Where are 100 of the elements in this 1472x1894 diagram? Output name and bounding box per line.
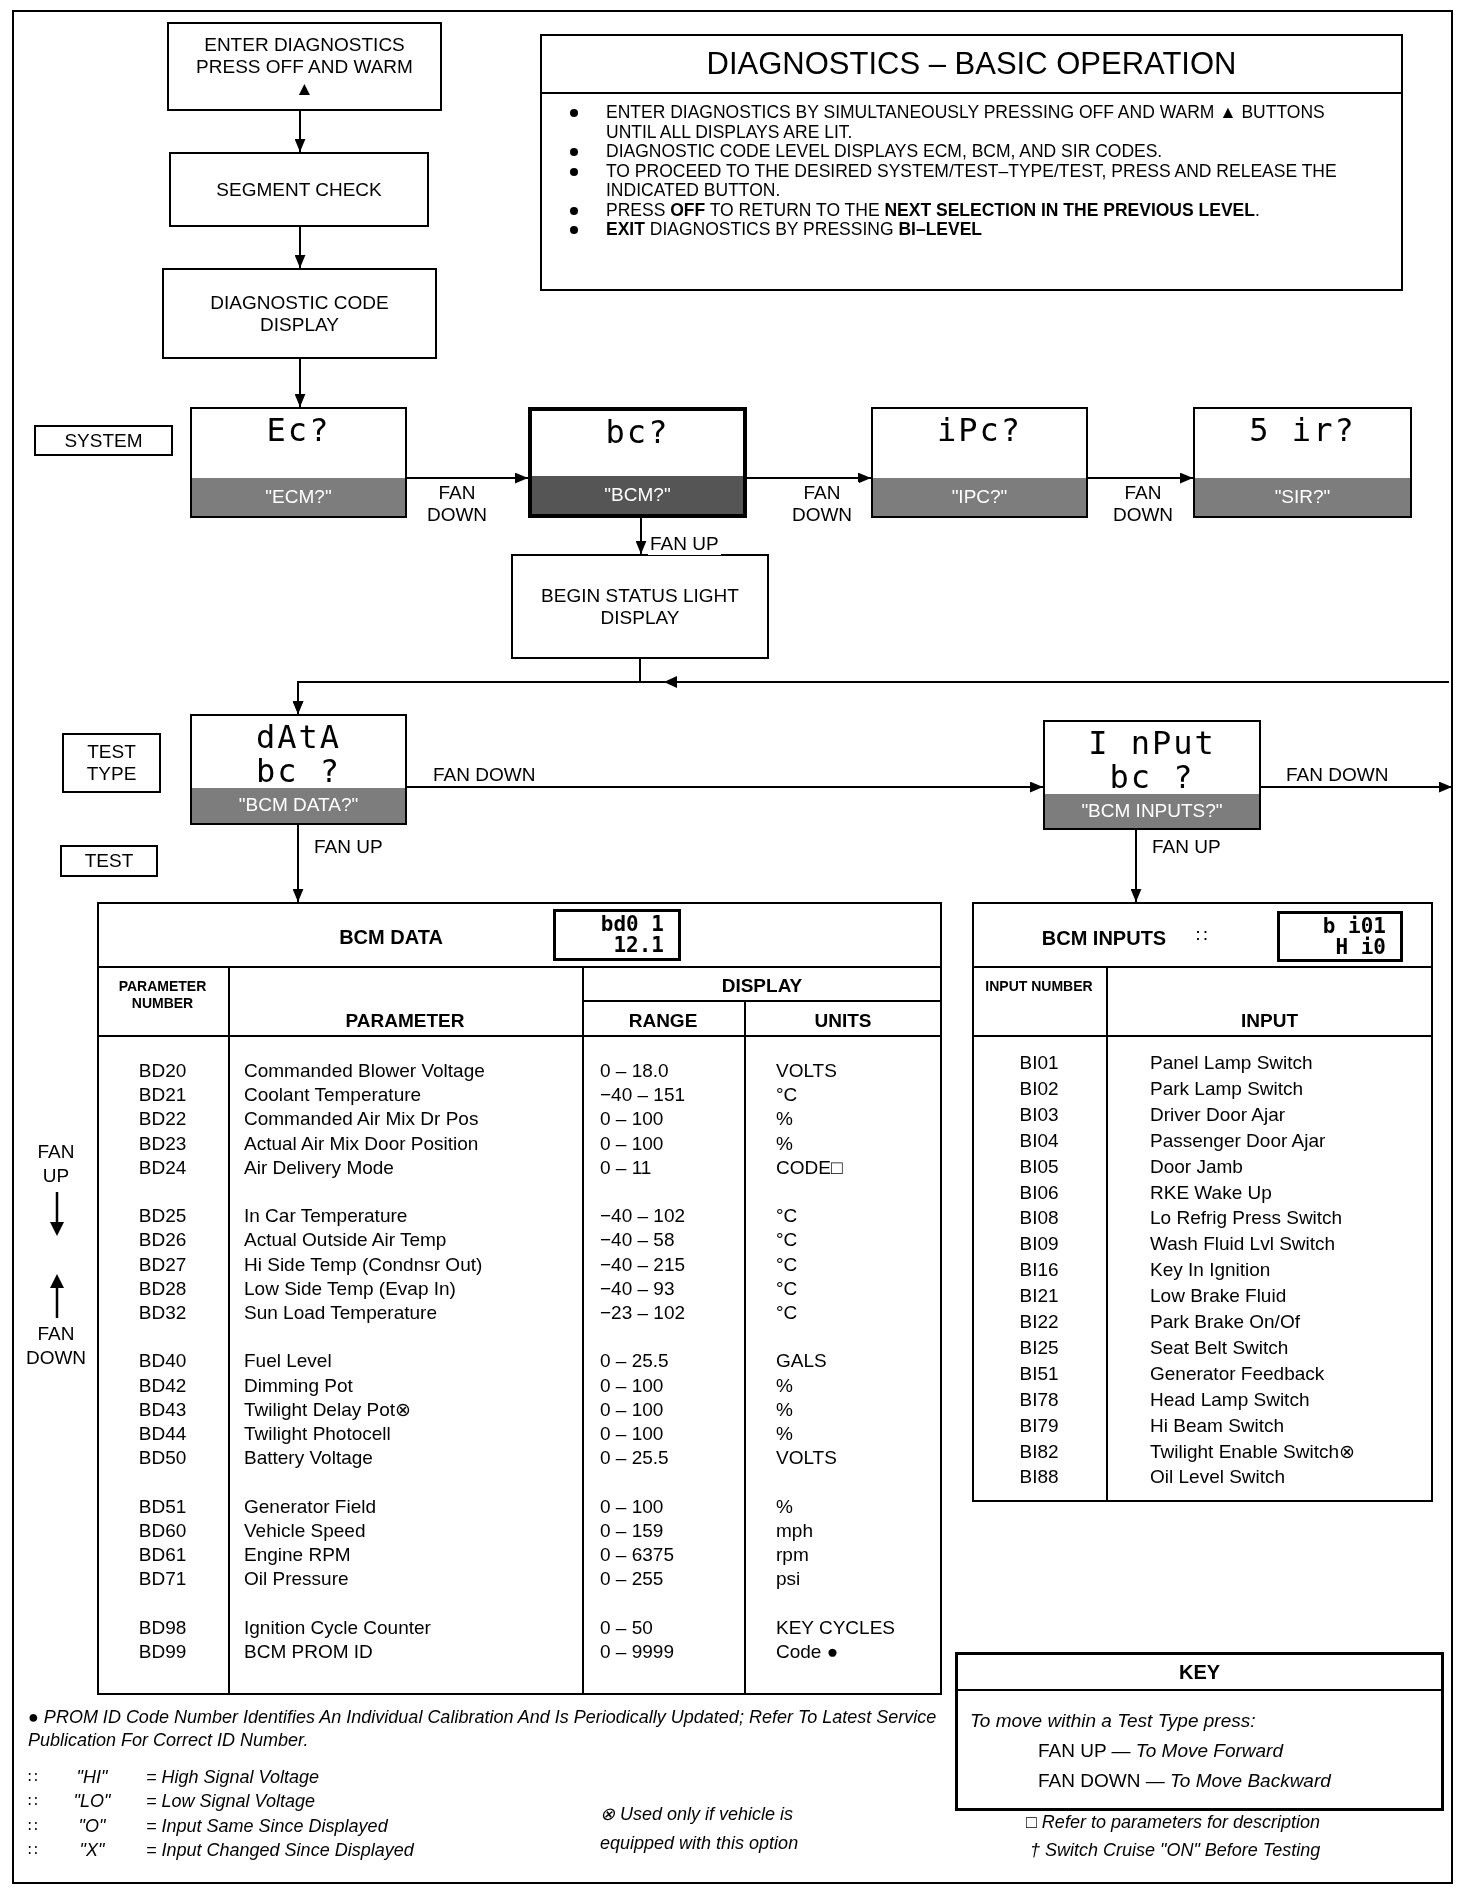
box-label: SEGMENT CHECK (216, 178, 382, 201)
key-text: To move within a Test Type press: (970, 1709, 1256, 1733)
parameter-name: Commanded Air Mix Dr Pos (244, 1107, 479, 1132)
parameter-number: BD40 (137, 1349, 188, 1374)
column-header: INPUT NUMBER (984, 978, 1094, 995)
range-value: 0 – 100 (600, 1422, 664, 1446)
range-value: 0 – 25.5 (600, 1349, 669, 1374)
unit-label: mph (776, 1518, 813, 1543)
unit-label: °C (776, 1301, 798, 1325)
parameter-name: Battery Voltage (244, 1446, 373, 1471)
parameter-number: BD32 (137, 1301, 188, 1325)
input-number: BI08 (1018, 1206, 1060, 1231)
input-name: Seat Belt Switch (1150, 1335, 1289, 1360)
level-label: TEST (84, 850, 134, 872)
column-header: RANGE (627, 1009, 699, 1033)
process-box (167, 22, 442, 111)
input-name: Passenger Door Ajar (1150, 1128, 1326, 1153)
range-value: 0 – 159 (600, 1518, 664, 1543)
unit-label: psi (776, 1567, 801, 1592)
input-number: BI16 (1018, 1258, 1060, 1283)
column-header: PARAMETER (344, 1009, 466, 1033)
caption-band: "BCM INPUTS?" (1045, 794, 1259, 828)
footnote-mark: ∷ (1196, 925, 1207, 948)
input-name: Panel Lamp Switch (1150, 1051, 1313, 1075)
input-number: BI06 (1018, 1180, 1060, 1205)
bullet-text: TO PROCEED TO THE DESIRED SYSTEM/TEST–TYPE/TEST, PRESS AND RELEASE THE INDICATED BUTTON. (606, 161, 1338, 201)
column-header: PARAMETER NUMBER (117, 978, 208, 1012)
unit-label: °C (776, 1083, 798, 1108)
panel-title: DIAGNOSTICS – BASIC OPERATION (706, 44, 1237, 83)
display-box (1043, 720, 1261, 830)
footnote-mark: ∷ (28, 1816, 38, 1836)
segment-readout: bc ? (255, 754, 342, 788)
input-number: BI02 (1018, 1076, 1060, 1101)
parameter-name: Low Side Temp (Evap In) (244, 1276, 456, 1301)
parameter-number: BD20 (137, 1059, 188, 1083)
column-header: INPUT (1240, 1009, 1299, 1033)
unit-label: °C (776, 1228, 798, 1253)
input-number: BI04 (1018, 1128, 1060, 1153)
process-box (511, 554, 769, 659)
unit-label: Code ● (776, 1639, 839, 1664)
input-number: BI88 (1018, 1465, 1060, 1490)
segment-readout: I nPut (1088, 726, 1216, 760)
parameter-name: Hi Side Temp (Condnsr Out) (244, 1252, 483, 1277)
box-label: DIAGNOSTIC CODE DISPLAY (209, 291, 390, 336)
parameter-number: BD25 (137, 1204, 188, 1229)
segment-readout: iPc? (936, 413, 1023, 447)
segment-readout: bc ? (1109, 760, 1195, 794)
signal-code: "HI" (75, 1766, 109, 1789)
bullet-text: ENTER DIAGNOSTICS BY SIMULTANEOUSLY PRESSING OFF AND WARM ▲ BUTTONS UNTIL ALL DISPLAYS ARE LIT. (606, 103, 1326, 142)
input-name: RKE Wake Up (1150, 1180, 1272, 1205)
parameter-number: BD44 (137, 1422, 188, 1446)
range-value: 0 – 25.5 (600, 1446, 669, 1471)
input-number: BI82 (1018, 1439, 1060, 1464)
input-name: Lo Refrig Press Switch (1150, 1206, 1343, 1231)
parameter-number: BD60 (137, 1518, 188, 1543)
input-number: BI78 (1018, 1387, 1060, 1412)
table-title: BCM INPUTS (1040, 926, 1168, 951)
segment-readout: bc? (605, 415, 670, 449)
footnote-text: † Switch Cruise "ON" Before Testing (1030, 1839, 1321, 1862)
input-name: Key In Ignition (1150, 1258, 1271, 1283)
table-title: BCM DATA (338, 925, 444, 950)
info-panel (540, 34, 1403, 291)
unit-label: °C (776, 1252, 798, 1277)
segment-readout: 5 ir? (1249, 413, 1356, 447)
unit-label: VOLTS (776, 1059, 837, 1083)
input-name: Hi Beam Switch (1150, 1413, 1285, 1438)
data-table (972, 902, 1433, 1502)
footnote-text: ● PROM ID Code Number Identifies An Individual Calibration And Is Periodically Updated; Refer To Latest Service Publication For Correct ID Number. (28, 1706, 938, 1752)
unit-label: CODE□ (776, 1155, 843, 1180)
direction-label: FAN UP (36, 1140, 76, 1188)
input-name: Driver Door Ajar (1150, 1102, 1286, 1127)
range-value: 0 – 6375 (600, 1543, 674, 1567)
parameter-name: In Car Temperature (244, 1204, 408, 1229)
input-number: BI51 (1018, 1361, 1060, 1386)
mini-display (553, 909, 681, 961)
parameter-name: Twilight Photocell (244, 1422, 391, 1446)
parameter-number: BD26 (137, 1228, 188, 1253)
range-value: −40 – 58 (600, 1228, 675, 1253)
column-header: UNITS (813, 1009, 873, 1033)
parameter-name: Twilight Delay Pot⊗ (244, 1397, 411, 1422)
range-value: 0 – 100 (600, 1494, 664, 1519)
unit-label: % (776, 1422, 793, 1446)
unit-label: % (776, 1494, 793, 1519)
input-number: BI25 (1018, 1335, 1060, 1360)
unit-label: GALS (776, 1349, 827, 1374)
unit-label: % (776, 1107, 793, 1132)
process-box (169, 152, 429, 227)
parameter-number: BD43 (137, 1397, 188, 1422)
range-value: 0 – 11 (600, 1155, 652, 1180)
input-number: BI01 (1018, 1051, 1060, 1075)
input-name: Park Brake On/Of (1150, 1310, 1300, 1334)
input-number: BI21 (1018, 1284, 1060, 1309)
footnote-text: ⊗ Used only if vehicle is equipped with this option (600, 1803, 800, 1855)
input-number: BI22 (1018, 1310, 1060, 1334)
parameter-name: Ignition Cycle Counter (244, 1615, 431, 1640)
key-box (955, 1652, 1444, 1811)
unit-label: °C (776, 1204, 798, 1229)
parameter-number: BD61 (137, 1543, 188, 1567)
level-tag (60, 845, 158, 877)
range-value: 0 – 100 (600, 1373, 664, 1398)
